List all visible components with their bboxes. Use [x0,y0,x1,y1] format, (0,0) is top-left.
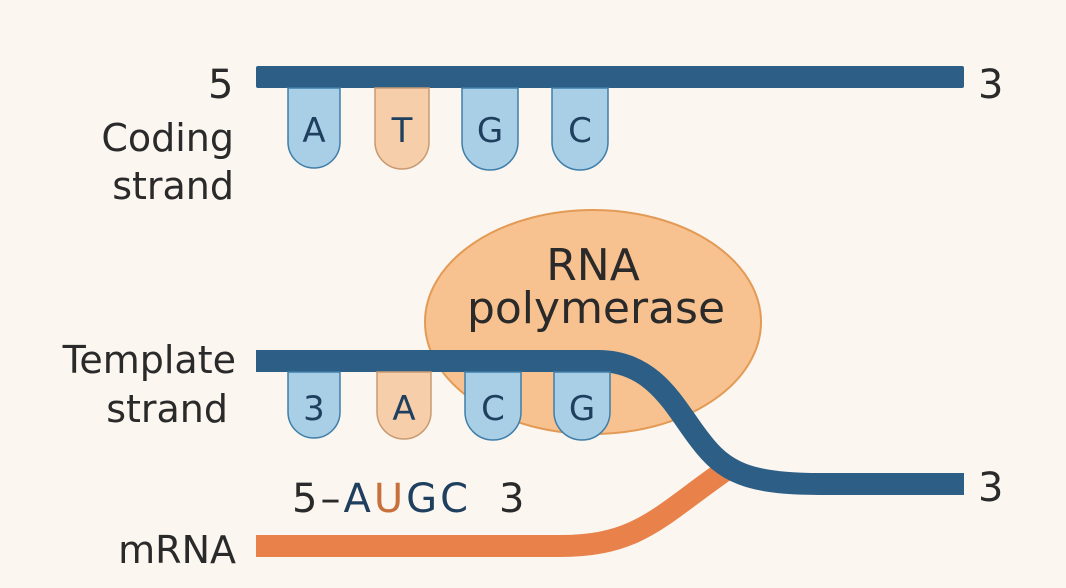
rna-polymerase-label-line2: polymerase [467,283,725,334]
template-strand-label-line2: strand [106,387,228,431]
coding-strand-label-line2: strand [112,164,234,208]
coding-strand-5-prime-label: 5 [208,62,233,108]
coding-base-1 [287,87,341,169]
mrna-strand [256,457,737,557]
template-strand-bases: 3 A C G [287,371,611,441]
coding-base-2-letter: T [391,111,413,151]
coding-base-3 [461,87,519,171]
coding-base-2 [374,87,430,170]
coding-strand-bases: A T G C [287,87,609,171]
template-base-4-letter: G [569,389,595,429]
template-strand-3-prime-label: 3 [978,465,1003,511]
template-base-2 [376,371,432,440]
template-strand-label-line1: Template [62,338,236,382]
template-strand-backbone [256,350,964,495]
mrna-base-gc: GC [406,476,471,522]
coding-base-1-letter: A [302,111,325,151]
mrna-sequence: 5–AUGC 3 [292,476,528,522]
rna-polymerase-label-line1: RNA [546,240,640,291]
template-base-3-letter: C [481,389,505,429]
template-base-2-letter: A [392,389,415,429]
mrna-base-u: U [374,476,406,522]
template-base-4 [553,371,611,441]
coding-strand-label-line1: Coding [101,116,234,160]
template-base-1 [287,371,341,439]
mrna-sequence-suffix: 3 [499,476,527,522]
coding-base-4 [551,87,609,171]
mrna-label: mRNA [118,528,236,572]
mrna-base-a: A [343,476,373,522]
template-base-1-letter: 3 [303,389,325,429]
coding-strand-3-prime-label: 3 [978,62,1003,108]
mrna-sequence-prefix: 5– [292,476,343,522]
coding-base-4-letter: C [568,111,592,151]
coding-base-3-letter: G [477,111,503,151]
coding-strand-backbone [256,66,964,88]
template-base-3 [464,371,522,441]
